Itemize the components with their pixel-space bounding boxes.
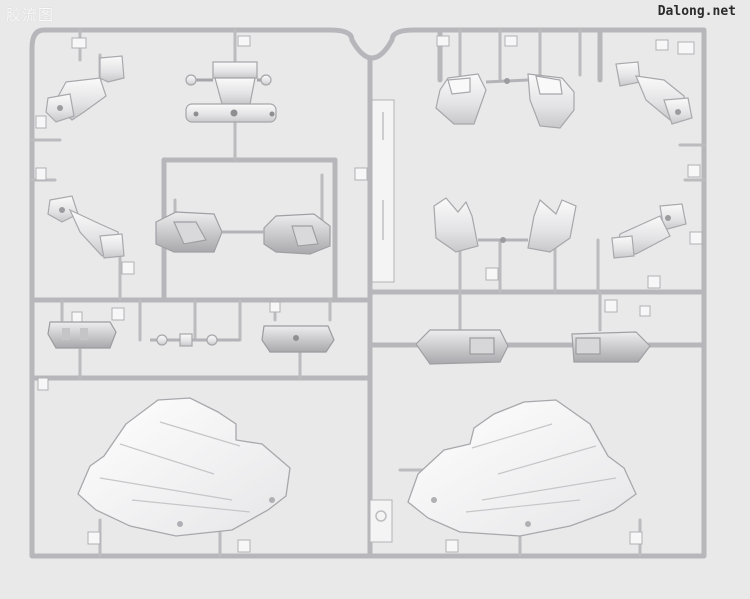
watermark-left: 胶流图 <box>6 6 55 24</box>
part-wing-right <box>407 399 637 537</box>
runner-name-plate <box>369 99 395 543</box>
part-knee-blocks <box>155 211 331 255</box>
part-small-left <box>47 321 335 353</box>
part-arm-upper-left <box>45 55 125 259</box>
part-leg-lower-right <box>433 197 577 253</box>
part-hip-frame <box>185 61 277 123</box>
runner-tabs <box>35 35 703 553</box>
watermark-right: Dalong.net <box>657 4 736 19</box>
part-wing-left <box>77 397 291 537</box>
part-armor-plates <box>415 329 651 365</box>
part-leg-upper-right <box>435 73 575 129</box>
part-arm-upper-right <box>611 61 693 259</box>
part-pins <box>150 333 240 347</box>
